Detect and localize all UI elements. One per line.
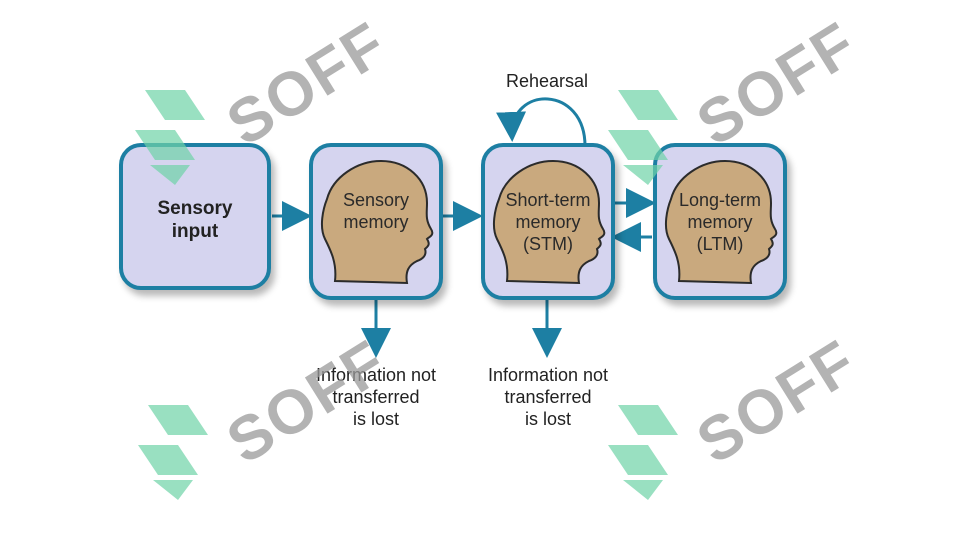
watermark-logo-icon — [138, 405, 208, 500]
sensory-input-line-2: input — [171, 221, 219, 242]
stm-line-1: Short-term — [505, 190, 591, 210]
long-term-memory-box: Long-term memory (LTM) — [653, 143, 787, 300]
ltm-line-3: (LTM) — [696, 234, 744, 254]
sensory-memory-box: Sensory memory — [309, 143, 443, 300]
stm-line-3: (STM) — [523, 234, 573, 254]
ltm-line-2: memory — [687, 212, 753, 232]
sensory-memory-line-2: memory — [343, 212, 409, 232]
caption-1-line-2: transferred — [332, 387, 420, 407]
ltm-line-1: Long-term — [678, 190, 762, 210]
watermark-logo-icon — [608, 90, 678, 185]
long-term-memory-label: Long-term memory (LTM) — [657, 189, 783, 255]
watermark-logo-icon — [135, 90, 205, 185]
sensory-memory-line-1: Sensory — [342, 190, 410, 210]
lost-caption-stm: Information not transferred is lost — [458, 364, 638, 430]
sensory-input-line-1: Sensory — [157, 198, 233, 219]
stm-line-2: memory — [515, 212, 581, 232]
short-term-memory-box: Short-term memory (STM) — [481, 143, 615, 300]
caption-1-line-1: Information not — [315, 365, 437, 385]
sensory-memory-label: Sensory memory — [313, 189, 439, 233]
head-silhouette-icon — [492, 159, 606, 285]
sensory-input-label: Sensory input — [123, 197, 267, 243]
head-silhouette-icon — [664, 159, 778, 285]
lost-caption-sensory: Information not transferred is lost — [286, 364, 466, 430]
caption-2-line-2: transferred — [504, 387, 592, 407]
caption-1-line-3: is lost — [352, 409, 399, 429]
caption-2-line-1: Information not — [487, 365, 609, 385]
arrow-rehearsal-loop — [496, 97, 587, 147]
rehearsal-label: Rehearsal — [505, 71, 589, 91]
head-silhouette-icon — [320, 159, 434, 285]
watermark-logo-icon — [608, 405, 678, 500]
sensory-input-box: Sensory input — [119, 143, 271, 290]
short-term-memory-label: Short-term memory (STM) — [485, 189, 611, 255]
caption-2-line-3: is lost — [524, 409, 571, 429]
